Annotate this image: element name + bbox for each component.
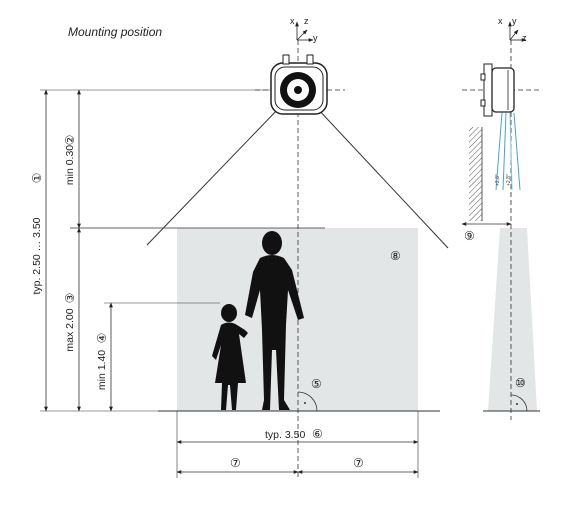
side-right-angle-arc — [510, 394, 528, 412]
label-min-child-height: min 1.40 — [96, 350, 108, 390]
side-axis-z: z — [522, 33, 527, 43]
front-axis-z: z — [304, 16, 309, 26]
detection-cone-right — [315, 106, 449, 249]
marker-10: ⑩ — [515, 376, 526, 390]
front-coordinate-axes: x z y — [290, 16, 318, 43]
beam-angle-label-1: +2,8° — [495, 174, 501, 186]
side-coordinate-axes: x y z — [498, 16, 527, 43]
beam-angle-label-2: +2,8° — [506, 174, 512, 186]
side-axis-y: y — [512, 16, 517, 26]
marker-5: ⑤ — [311, 377, 322, 391]
marker-8: ⑧ — [390, 249, 401, 263]
sensor-light-beams — [495, 112, 521, 191]
detection-zone — [177, 228, 418, 411]
marker-7-right: ⑦ — [353, 456, 364, 470]
diagram-title: Mounting position — [68, 25, 162, 39]
front-axis-y: y — [313, 33, 318, 43]
side-detection-zone — [488, 228, 537, 411]
side-axis-x: x — [498, 16, 503, 26]
marker-9: ⑨ — [464, 229, 475, 243]
label-total-height: typ. 2.50 … 3.50 — [31, 217, 43, 294]
label-min-clearance: min 0.30 — [64, 145, 76, 185]
sensor-side-view — [480, 63, 515, 117]
marker-1: ① — [30, 173, 44, 184]
wall-hatch — [469, 127, 482, 221]
label-width: typ. 3.50 — [265, 429, 305, 441]
child-silhouette — [212, 304, 248, 410]
marker-4: ④ — [95, 333, 109, 344]
sensor-front-view — [270, 54, 328, 115]
marker-2: ② — [63, 135, 77, 146]
adult-silhouette — [245, 231, 304, 410]
marker-3: ③ — [63, 293, 77, 304]
front-axis-x: x — [290, 16, 295, 26]
marker-6: ⑥ — [312, 427, 323, 441]
marker-7-left: ⑦ — [230, 456, 241, 470]
right-angle-arc — [297, 391, 318, 412]
detection-cone-left — [146, 106, 281, 246]
label-max-zone-height: max 2.00 — [64, 308, 76, 351]
